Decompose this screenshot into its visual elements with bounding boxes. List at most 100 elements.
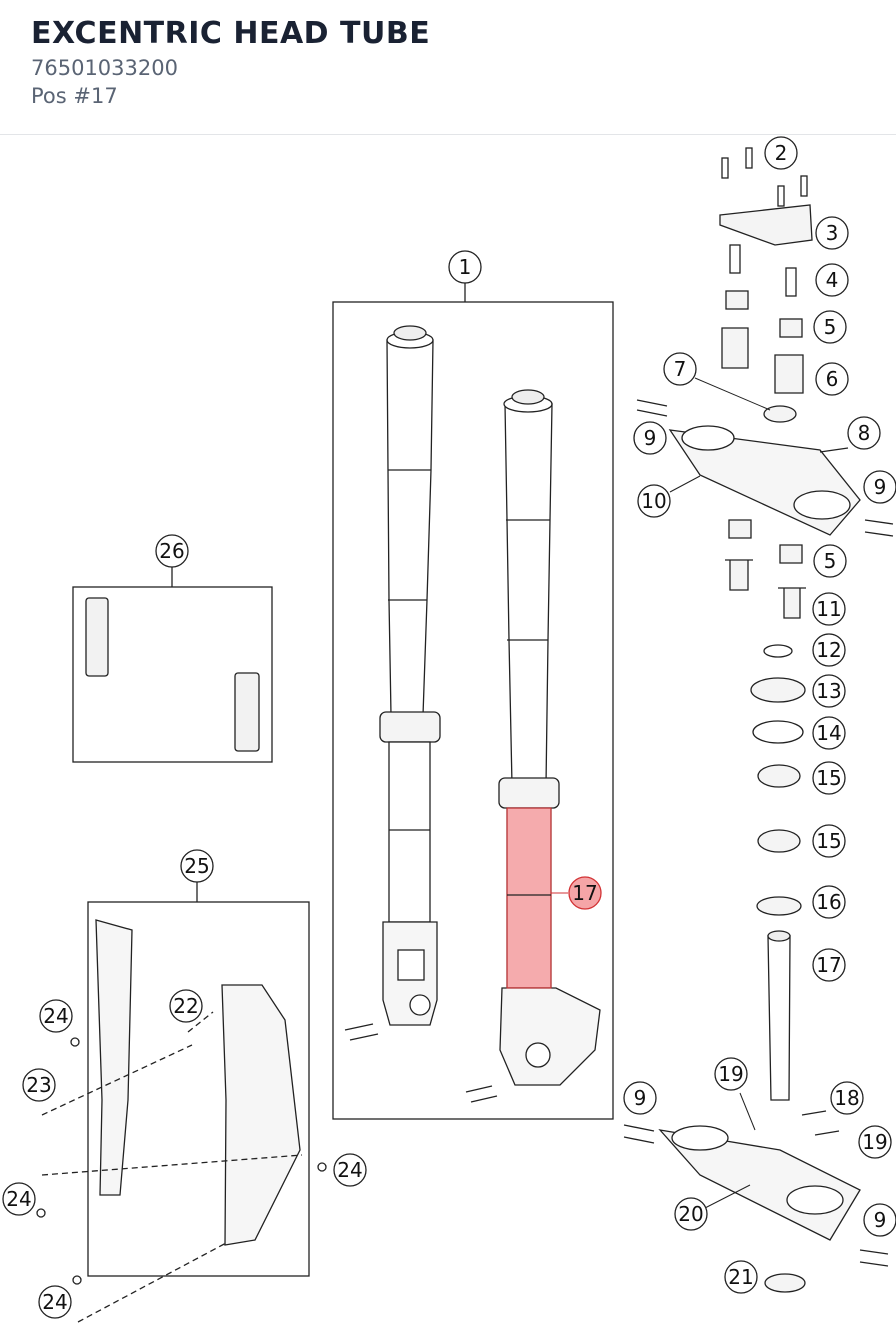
callout-label: 6 [826,367,839,391]
callout-label: 5 [824,315,837,339]
callout-c26[interactable]: 26 [155,534,189,568]
callout-label: 17 [572,881,597,905]
callout-circle [764,136,798,170]
callout-c23[interactable]: 23 [22,1068,56,1102]
callout-label: 7 [674,357,687,381]
steering-parts-column [36,147,894,1293]
callout-c17a[interactable]: 17 [568,876,602,910]
callout-circle [812,885,846,919]
callout-c5a[interactable]: 5 [813,310,847,344]
callout-circle [847,416,881,450]
fork-leg-right [498,389,601,1086]
callout-c25[interactable]: 25 [180,849,214,883]
callout-c14[interactable]: 14 [812,716,846,750]
fork-guards [41,919,303,1323]
callout-circle [863,470,896,504]
callout-circle [2,1182,36,1216]
callout-c19b[interactable]: 19 [858,1125,892,1159]
callout-label: 12 [816,638,841,662]
callout-label: 21 [728,1265,753,1289]
callout-label: 17 [816,953,841,977]
callout-c21[interactable]: 21 [724,1260,758,1294]
callout-c24a[interactable]: 24 [39,999,73,1033]
callout-circle [812,761,846,795]
callout-c6[interactable]: 6 [815,362,849,396]
callout-label: 23 [26,1073,51,1097]
callout-circle [815,263,849,297]
callout-circle [623,1081,657,1115]
callout-circle [633,421,667,455]
highlighted-head-tube[interactable] [506,807,552,989]
callout-c13[interactable]: 13 [812,674,846,708]
callout-circle [813,310,847,344]
callout-label: 9 [644,426,657,450]
callout-c3[interactable]: 3 [815,216,849,250]
callout-c24b[interactable]: 24 [333,1153,367,1187]
part-position: Pos #17 [31,84,118,108]
callout-c24d[interactable]: 24 [38,1285,72,1319]
callout-c9d[interactable]: 9 [863,1203,896,1237]
callout-c8[interactable]: 8 [847,416,881,450]
callout-circle [448,250,482,284]
callout-c10[interactable]: 10 [637,484,671,518]
callout-circle [815,216,849,250]
callout-label: 9 [874,1208,887,1232]
callout-label: 19 [862,1130,887,1154]
callout-c2[interactable]: 2 [764,136,798,170]
callout-circle [812,948,846,982]
callout-c4[interactable]: 4 [815,263,849,297]
callout-label: 10 [641,489,666,513]
callout-label: 25 [184,854,209,878]
callout-c12[interactable]: 12 [812,633,846,667]
callout-c24c[interactable]: 24 [2,1182,36,1216]
callout-label: 26 [159,539,184,563]
callout-c15b[interactable]: 15 [812,824,846,858]
callout-label: 24 [42,1290,67,1314]
callout-circle [22,1068,56,1102]
callout-c17b[interactable]: 17 [812,948,846,982]
callout-c22[interactable]: 22 [169,989,203,1023]
callout-circle [38,1285,72,1319]
part-header: EXCENTRIC HEAD TUBE 76501033200 Pos #17 [0,0,896,135]
callout-c19a[interactable]: 19 [714,1057,748,1091]
callout-label: 2 [775,141,788,165]
leader-lines [551,377,771,1209]
callout-c9b[interactable]: 9 [863,470,896,504]
callout-c11[interactable]: 11 [812,592,846,626]
callout-circle [714,1057,748,1091]
callout-label: 9 [634,1086,647,1110]
callout-circle [568,876,602,910]
callout-c16[interactable]: 16 [812,885,846,919]
callout-label: 18 [834,1086,859,1110]
fork-screws [344,1023,498,1103]
callout-circle [663,352,697,386]
callout-circle [863,1203,896,1237]
callout-c5b[interactable]: 5 [813,544,847,578]
callout-c15a[interactable]: 15 [812,761,846,795]
callout-label: 5 [824,549,837,573]
callout-circle [180,849,214,883]
part-number: 76501033200 [31,56,178,80]
callout-circle [815,362,849,396]
callout-label: 22 [173,994,198,1018]
callout-c20[interactable]: 20 [674,1197,708,1231]
callout-label: 4 [826,268,839,292]
callout-group: 1234567899105111213141515161717181919992… [2,136,896,1319]
callout-circle [812,674,846,708]
callout-circle [812,716,846,750]
callout-label: 3 [826,221,839,245]
callout-c18[interactable]: 18 [830,1081,864,1115]
callout-label: 16 [816,890,841,914]
callout-circle [169,989,203,1023]
exploded-parts-diagram: 1234567899105111213141515161717181919992… [2,136,896,1323]
callout-c9a[interactable]: 9 [633,421,667,455]
callout-circle [812,824,846,858]
callout-c7[interactable]: 7 [663,352,697,386]
callout-label: 8 [858,421,871,445]
fork-assembly-box [332,301,614,1120]
callout-c9c[interactable]: 9 [623,1081,657,1115]
fork-leg-left [379,325,441,1026]
callout-circle [333,1153,367,1187]
callout-label: 24 [43,1004,68,1028]
callout-c1[interactable]: 1 [448,250,482,284]
